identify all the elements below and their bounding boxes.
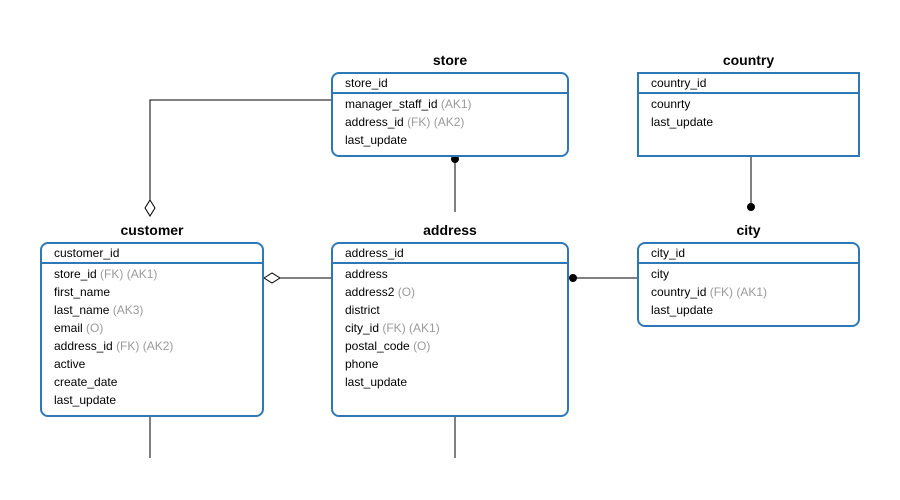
attribute: address bbox=[345, 267, 388, 281]
entity-box: country_id counrty last_update bbox=[637, 72, 860, 157]
attribute: manager_staff_id (AK1) bbox=[345, 97, 472, 111]
attribute-list: address address2 (O) district city_id (F… bbox=[333, 264, 567, 391]
attribute: address2 (O) bbox=[345, 285, 416, 299]
attribute-list: city country_id (FK) (AK1) last_update bbox=[639, 264, 858, 319]
attribute: last_update bbox=[54, 393, 117, 407]
primary-key: city_id bbox=[639, 244, 858, 264]
hollow-diamond-icon bbox=[263, 272, 281, 284]
primary-key: store_id bbox=[333, 74, 567, 94]
attribute: last_update bbox=[651, 303, 714, 317]
primary-key: country_id bbox=[639, 74, 858, 94]
entity-title: address bbox=[423, 222, 477, 238]
attribute: store_id (FK) (AK1) bbox=[54, 267, 158, 281]
attribute: active bbox=[54, 357, 86, 371]
attribute: phone bbox=[345, 357, 379, 371]
attribute: city bbox=[651, 267, 669, 281]
attribute-list: manager_staff_id (AK1) address_id (FK) (… bbox=[333, 94, 567, 149]
entity-box: city_id city country_id (FK) (AK1) last_… bbox=[637, 242, 860, 327]
primary-key: address_id bbox=[333, 244, 567, 264]
attribute: email (O) bbox=[54, 321, 104, 335]
attribute-list: counrty last_update bbox=[639, 94, 858, 131]
entity-box: customer_id store_id (FK) (AK1) first_na… bbox=[40, 242, 264, 417]
entity-box: address_id address address2 (O) district… bbox=[331, 242, 569, 417]
attribute: district bbox=[345, 303, 380, 317]
attribute: address_id (FK) (AK2) bbox=[54, 339, 174, 353]
attribute-list: store_id (FK) (AK1) first_name last_name… bbox=[42, 264, 262, 409]
attribute: last_update bbox=[651, 115, 714, 129]
filled-dot-icon bbox=[569, 274, 577, 282]
filled-dot-icon bbox=[747, 203, 755, 211]
entity-title: store bbox=[432, 52, 468, 68]
entity-title: city bbox=[736, 222, 761, 238]
entity-title: customer bbox=[120, 222, 184, 238]
attribute: postal_code (O) bbox=[345, 339, 431, 353]
hollow-diamond-icon bbox=[144, 199, 156, 217]
attribute: city_id (FK) (AK1) bbox=[345, 321, 440, 335]
entity-title: country bbox=[722, 52, 775, 68]
attribute: last_name (AK3) bbox=[54, 303, 144, 317]
attribute: address_id (FK) (AK2) bbox=[345, 115, 465, 129]
attribute: country_id (FK) (AK1) bbox=[651, 285, 768, 299]
attribute: last_update bbox=[345, 133, 408, 147]
attribute: create_date bbox=[54, 375, 118, 389]
primary-key: customer_id bbox=[42, 244, 262, 264]
filled-dot-icon bbox=[451, 155, 459, 163]
entity-box: store_id manager_staff_id (AK1) address_… bbox=[331, 72, 569, 157]
attribute: first_name bbox=[54, 285, 111, 299]
relationship-store-customer bbox=[149, 99, 331, 200]
attribute: counrty bbox=[651, 97, 691, 111]
attribute: last_update bbox=[345, 375, 408, 389]
